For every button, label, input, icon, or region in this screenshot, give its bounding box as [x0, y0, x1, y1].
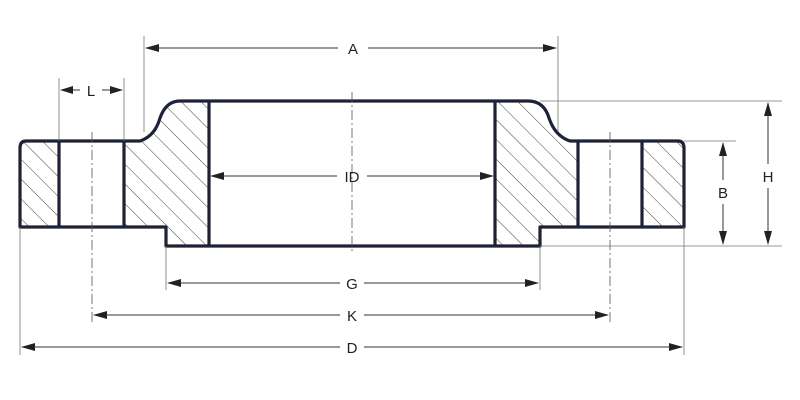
dimension-label-id: ID [345, 169, 360, 186]
flange-outline [18, 99, 686, 248]
dimension-label-l: L [87, 83, 95, 100]
dimension-label-b: B [718, 185, 728, 202]
dimension-k: K [93, 308, 609, 325]
dimension-label-k: K [347, 308, 357, 325]
dimension-a: A [145, 41, 557, 58]
hatched-section-right-flange [642, 141, 684, 227]
dimension-label-a: A [348, 41, 358, 58]
hatched-section-right-hub [495, 101, 578, 246]
dimension-l: L [60, 83, 123, 100]
dimension-h: H [763, 102, 774, 245]
hatched-section-left-flange [20, 141, 59, 227]
dimension-id: ID [210, 169, 494, 186]
dimension-g: G [167, 276, 539, 293]
dimension-b: B [718, 142, 728, 245]
dimension-label-d: D [347, 340, 358, 357]
dimension-d: D [21, 340, 683, 357]
dimension-label-g: G [346, 276, 358, 293]
hatched-section-left-hub [124, 101, 209, 246]
dimension-label-h: H [763, 169, 774, 186]
